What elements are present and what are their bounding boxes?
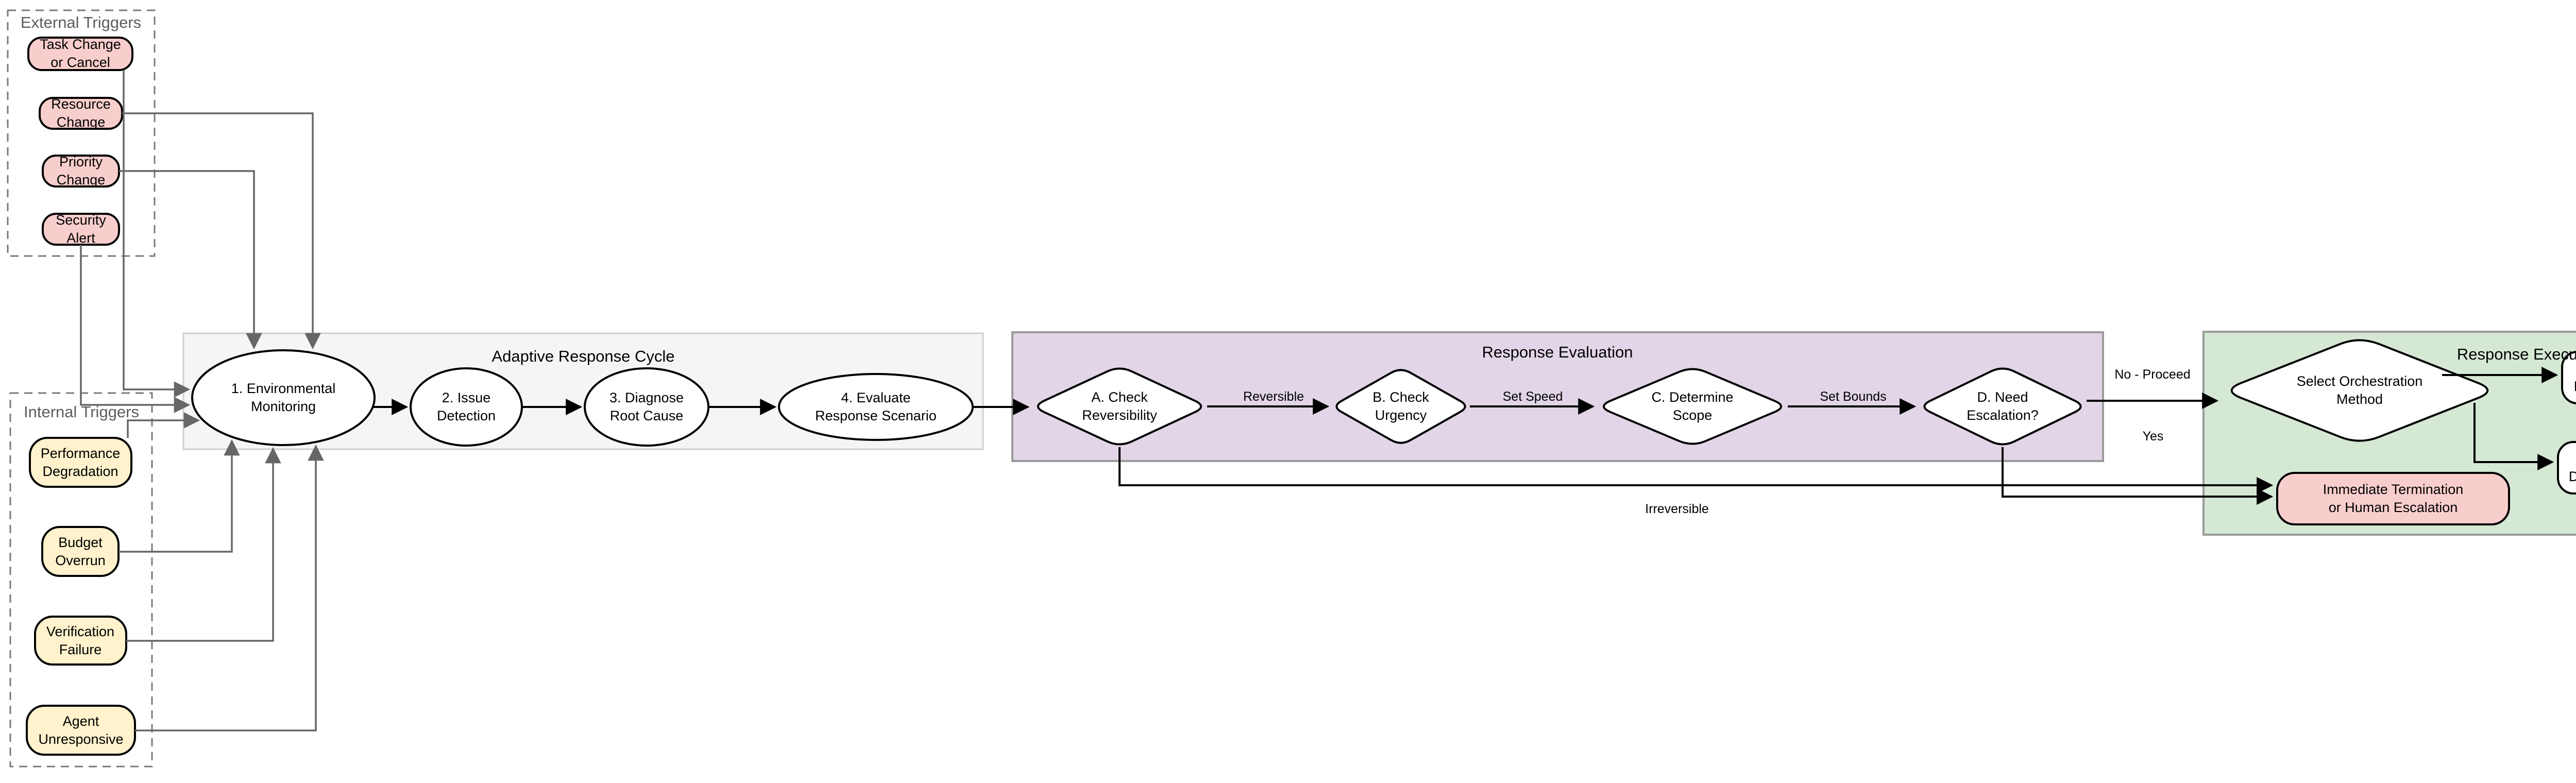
performance-degradation-node-label: Performance Degradation: [40, 445, 121, 479]
yes-edge-label: Yes: [2142, 429, 2164, 444]
edge-performance-degradation-to-monitoring: [127, 412, 200, 438]
no-proceed-edge-label: No - Proceed: [2114, 367, 2191, 382]
immediate-termination-node-shape: [2276, 472, 2510, 525]
centralized-node-shape: [2557, 441, 2576, 495]
resource-change-node-label: Resource Change: [51, 96, 111, 130]
check-urgency-diamond-shape: [1335, 369, 1466, 444]
adaptive-cycle-title: Adaptive Response Cycle: [492, 347, 675, 365]
agent-unresponsive-node-label: Agent Unresponsive: [38, 713, 124, 747]
response-evaluation-title: Response Evaluation: [1482, 343, 1633, 361]
response-execution-title: Response Execution: [2456, 345, 2576, 363]
edge-select-to-centralized: [2473, 403, 2554, 470]
determine-scope-diamond-shape: [1603, 368, 1782, 445]
select-orchestration-diamond-label: Select Orchestration Method: [2296, 373, 2423, 407]
internal-triggers-title: Internal Triggers: [24, 402, 139, 421]
edge-security-alert-to-monitoring: [80, 245, 191, 413]
diagnose-root-cause-node-label: 3. Diagnose Root Cause: [609, 389, 684, 423]
edge-budget-overrun-to-monitoring: [118, 439, 240, 553]
edge-verification-failure-to-monitoring: [126, 447, 281, 642]
reversible-edge-label: Reversible: [1243, 389, 1304, 404]
evaluate-scenario-node-label: 4. Evaluate Response Scenario: [815, 389, 937, 423]
security-alert-node-label: Security Alert: [56, 212, 106, 246]
need-escalation-diamond-shape: [1923, 367, 2082, 446]
centralized-node-label: Centralized: Dedicated Agent: [2568, 469, 2576, 484]
edge-priority-change-to-monitoring: [119, 170, 262, 350]
external-triggers-title: External Triggers: [20, 13, 142, 31]
need-escalation-diamond-label: D. Need Escalation?: [1967, 389, 2039, 423]
edge-irreversible-to-termination: [1118, 447, 2274, 493]
set-bounds-edge-label: Set Bounds: [1820, 389, 1887, 404]
select-orchestration-diamond-shape: [2230, 339, 2489, 442]
immediate-termination-node-label: Immediate Termination or Human Escalatio…: [2323, 481, 2464, 515]
edge-resource-change-to-monitoring: [122, 112, 321, 350]
check-urgency-diamond-label: B. Check Urgency: [1372, 389, 1429, 423]
decentralized-node-label: Decentralized: Market Auction: [2574, 360, 2576, 396]
edge-yes-to-termination: [2002, 447, 2274, 505]
response-evaluation-container: [1011, 331, 2104, 462]
task-change-node-shape: [27, 37, 133, 71]
priority-change-node-label: Priority Change: [56, 154, 106, 188]
verification-failure-node-label: Verification Failure: [46, 623, 115, 657]
environmental-monitoring-node-label: 1. Environmental Monitoring: [231, 380, 336, 414]
budget-overrun-node-label: Budget Overrun: [55, 534, 106, 568]
edge-agent-unresponsive-to-monitoring: [135, 444, 324, 731]
set-speed-edge-label: Set Speed: [1502, 389, 1563, 404]
check-reversibility-diamond-label: A. Check Reversibility: [1082, 389, 1157, 423]
determine-scope-diamond-label: C. Determine Scope: [1651, 389, 1734, 423]
check-reversibility-diamond-shape: [1037, 367, 1202, 446]
edge-task-change-to-monitoring: [123, 70, 191, 398]
decentralized-node-shape: [2561, 351, 2576, 404]
performance-degradation-node-shape: [29, 437, 132, 488]
irreversible-edge-label: Irreversible: [1645, 501, 1709, 516]
task-change-node-label: Task Change or Cancel: [40, 36, 121, 70]
environmental-monitoring-node-shape: [191, 349, 376, 446]
issue-detection-node-label: 2. Issue Detection: [436, 389, 496, 423]
